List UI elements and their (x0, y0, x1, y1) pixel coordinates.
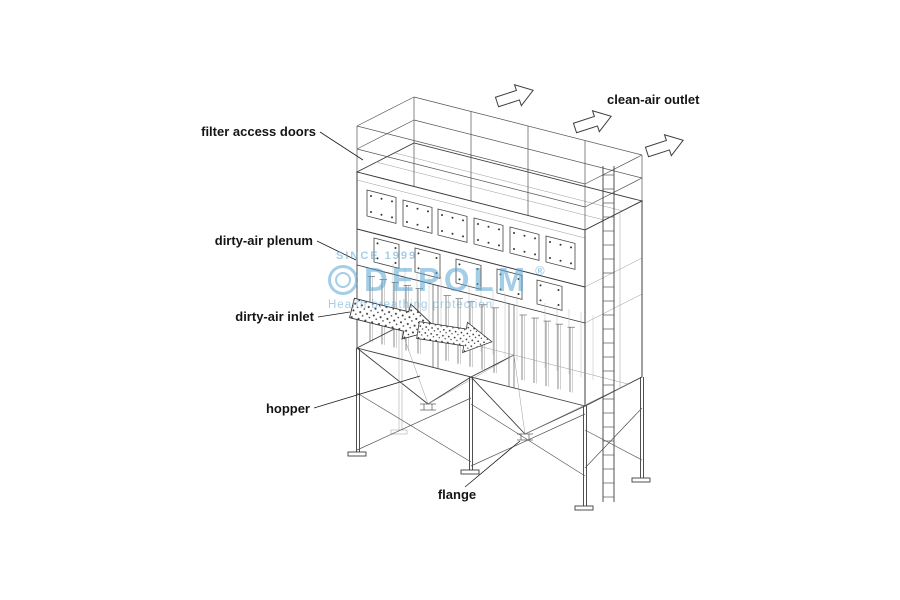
label-filter-access-doors: filter access doors (201, 124, 316, 139)
leader-flange (464, 440, 521, 488)
dirty-air-flow-arrows (349, 297, 493, 354)
leader-dirty-air-inlet (317, 311, 351, 318)
cross-bracing (356, 392, 643, 477)
hopper-flanges (420, 403, 533, 441)
filter-access-doors-group (366, 189, 576, 270)
clean-air-flow-arrows (494, 83, 684, 158)
label-dirty-air-inlet: dirty-air inlet (235, 309, 314, 324)
leader-dirty-air-plenum (316, 240, 357, 261)
dirty-air-plenum-band (356, 228, 586, 324)
roof-railing (356, 96, 643, 230)
label-dirty-air-plenum: dirty-air plenum (215, 233, 313, 248)
label-hopper: hopper (266, 401, 310, 416)
leader-lines (313, 131, 521, 488)
leader-hopper (313, 375, 421, 409)
diagram-labels: filter access doors dirty-air plenum dir… (201, 92, 700, 502)
ladder (602, 166, 615, 502)
support-legs (347, 330, 651, 511)
label-flange: flange (438, 487, 476, 502)
label-clean-air-outlet: clean-air outlet (607, 92, 700, 107)
leader-filter-access-doors (319, 131, 364, 161)
